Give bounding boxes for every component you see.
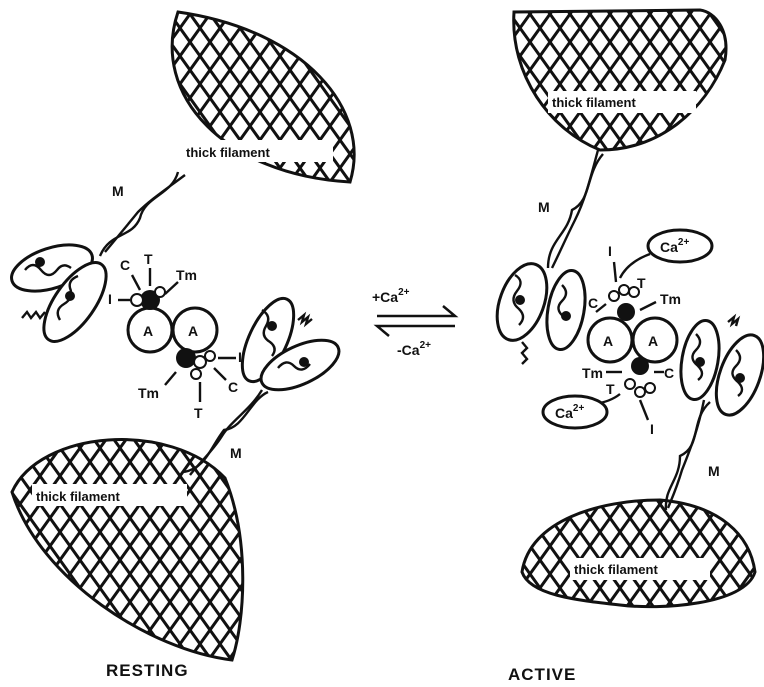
calcium-charge: 2+: [678, 237, 690, 248]
myosin-rod-upper-right: [548, 150, 603, 268]
troponin-t-label: T: [144, 251, 153, 267]
thick-filament-label: thick filament: [574, 562, 658, 577]
troponin-complex-upper-left: [118, 268, 178, 310]
troponin-complex-lower-left: [165, 348, 236, 402]
active-caption: ACTIVE: [508, 665, 576, 684]
actin-pair-right: A A: [588, 318, 677, 362]
troponin-c-label: C: [664, 365, 674, 381]
tropomyosin-label: Tm: [176, 267, 197, 283]
myosin-rod-lower-right: [666, 400, 710, 510]
calcium-charge: 2+: [398, 287, 410, 298]
myosin-label: M: [708, 463, 720, 479]
troponin-t-label: T: [637, 275, 646, 291]
svg-text:-Ca2+: -Ca2+: [397, 340, 431, 358]
actin-label: A: [143, 323, 153, 339]
myosin-heads-upper-right: [488, 257, 591, 364]
myosin-label: M: [230, 445, 242, 461]
tropomyosin-label: Tm: [582, 365, 603, 381]
thick-filament-label: thick filament: [36, 489, 120, 504]
troponin-i-label: I: [650, 421, 654, 437]
tropomyosin-label: Tm: [660, 291, 681, 307]
resting-caption: RESTING: [106, 661, 189, 680]
troponin-i-label: I: [108, 291, 112, 307]
troponin-c-label: C: [588, 295, 598, 311]
actin-label: A: [188, 323, 198, 339]
thick-filament-bottom-right: thick filament: [522, 500, 755, 607]
svg-text:+Ca2+: +Ca2+: [372, 287, 410, 305]
add-calcium-label: +Ca: [372, 289, 398, 305]
actin-label: A: [648, 333, 658, 349]
troponin-i-label: I: [608, 243, 612, 259]
calcium-equilibrium-arrows: +Ca2+ -Ca2+: [372, 287, 455, 358]
calcium-charge: 2+: [420, 340, 432, 351]
troponin-c-label: C: [120, 257, 130, 273]
troponin-complex-upper-right: [596, 254, 656, 321]
remove-calcium-label: -Ca: [397, 342, 420, 358]
myosin-heads-lower-right: [675, 317, 764, 421]
thick-filament-top-left: thick filament: [172, 12, 354, 182]
resting-panel: thick filament thick filament M: [6, 12, 354, 680]
myosin-label: M: [538, 199, 550, 215]
calcium-charge: 2+: [573, 403, 585, 414]
calcium-label: Ca: [555, 405, 573, 421]
myosin-label: M: [112, 183, 124, 199]
tropomyosin-label: Tm: [138, 385, 159, 401]
thick-filament-top-right: thick filament: [514, 10, 726, 150]
actin-pair-left: A A: [128, 308, 217, 352]
thick-filament-bottom-left: thick filament: [12, 440, 243, 660]
thick-filament-label: thick filament: [552, 95, 636, 110]
thick-filament-label: thick filament: [186, 145, 270, 160]
calcium-label: Ca: [660, 239, 678, 255]
myosin-heads-lower-left: [232, 291, 346, 400]
active-panel: thick filament thick filament M: [488, 10, 764, 684]
troponin-t-label: T: [194, 405, 203, 421]
calcium-badge-lower: Ca2+: [543, 396, 607, 428]
troponin-c-label: C: [228, 379, 238, 395]
troponin-t-label: T: [606, 381, 615, 397]
actin-label: A: [603, 333, 613, 349]
calcium-badge-upper: Ca2+: [648, 230, 712, 262]
